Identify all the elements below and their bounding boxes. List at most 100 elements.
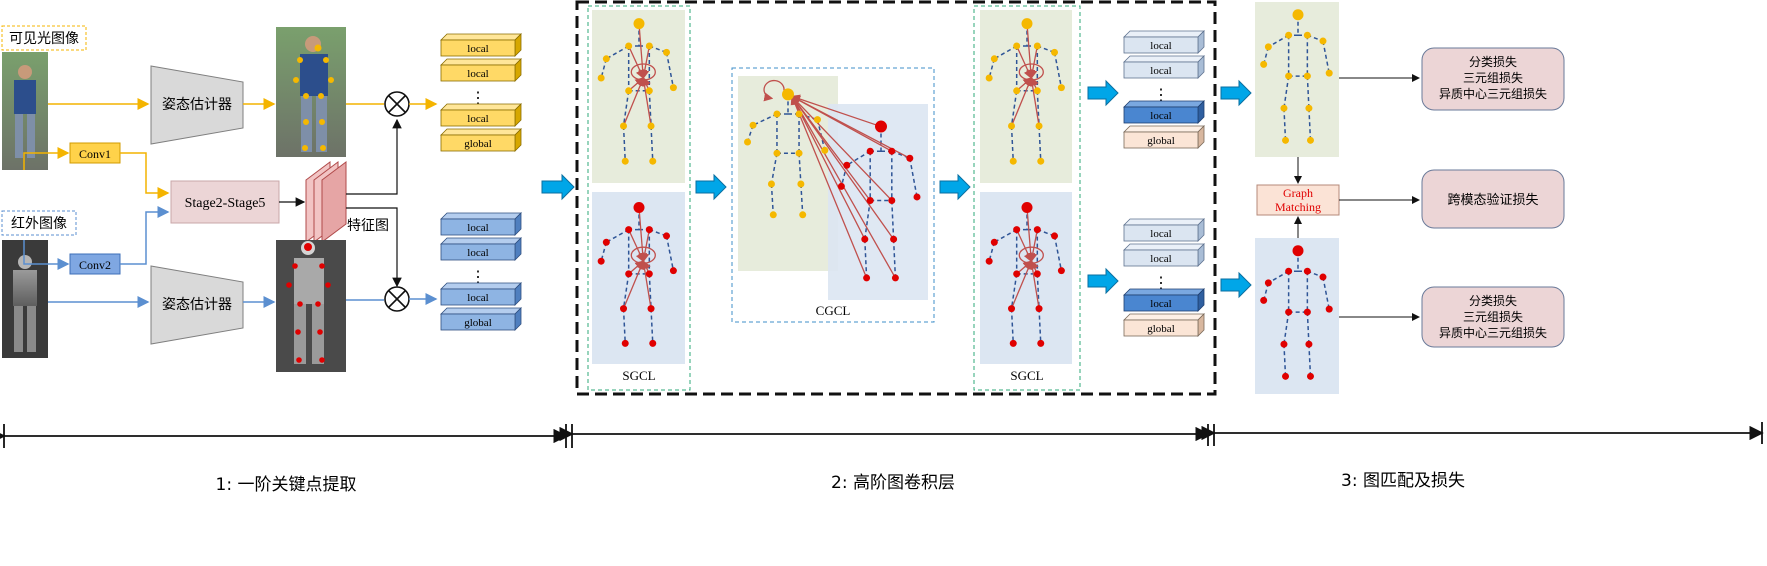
ellipsis-marker: ⋮ bbox=[470, 90, 486, 107]
self-loop bbox=[630, 246, 656, 264]
local-feature-block: local bbox=[1123, 243, 1205, 267]
skeleton-graph-visible bbox=[1260, 9, 1333, 144]
feature-block-label: local bbox=[467, 68, 488, 80]
keypoint-node bbox=[597, 257, 605, 265]
ellipsis-marker: ⋮ bbox=[1153, 87, 1169, 104]
keypoint-node bbox=[625, 270, 633, 278]
feature-block-label: local bbox=[1150, 110, 1171, 122]
keypoint-node bbox=[645, 42, 653, 50]
self-loop bbox=[763, 80, 785, 102]
keypoint-node bbox=[990, 238, 998, 246]
keypoint-node bbox=[1057, 84, 1065, 92]
keypoint-node bbox=[906, 154, 914, 162]
multiply-icon bbox=[384, 286, 410, 312]
arrow-conv1-to-backbone bbox=[120, 152, 170, 199]
cgcl-frame bbox=[731, 67, 935, 323]
keypoint-node bbox=[1264, 43, 1272, 51]
local-feature-block: local bbox=[440, 237, 522, 261]
keypoint-node bbox=[1303, 308, 1311, 316]
infrared-keypoint-photo bbox=[276, 240, 346, 372]
keypoint-node bbox=[1009, 157, 1017, 165]
keypoint-node bbox=[1285, 72, 1293, 80]
keypoint-node bbox=[861, 235, 869, 243]
svg-text:三元组损失: 三元组损失 bbox=[1463, 309, 1523, 324]
sgcl-left-infrared-panel bbox=[592, 192, 685, 364]
cross-attention-edge bbox=[791, 95, 866, 240]
right-arrow-icon bbox=[1220, 79, 1252, 107]
sgcl-right-infrared-panel bbox=[980, 192, 1072, 364]
keypoint-node bbox=[1306, 136, 1314, 144]
keypoint-node bbox=[799, 211, 807, 219]
feature-block-label: local bbox=[467, 43, 488, 55]
skeleton-edge bbox=[1036, 273, 1040, 309]
keypoint-node bbox=[1051, 232, 1059, 240]
attention-edge bbox=[638, 23, 648, 80]
svg-text:Conv1: Conv1 bbox=[79, 147, 111, 161]
skeleton-edge bbox=[1038, 308, 1042, 344]
keypoint-node bbox=[843, 161, 851, 169]
keypoint-node bbox=[1035, 305, 1043, 313]
keypoint-node bbox=[625, 42, 633, 50]
sgcl-right-visible-panel bbox=[980, 10, 1072, 183]
keypoint-node bbox=[669, 267, 677, 275]
cross-attention-edge bbox=[790, 95, 868, 279]
local-feature-block: local bbox=[440, 282, 522, 306]
keypoint-node bbox=[1013, 270, 1021, 278]
keypoint-node bbox=[645, 226, 653, 234]
keypoint-node bbox=[645, 270, 653, 278]
skeleton-edge bbox=[846, 150, 871, 166]
local-feature-block: local bbox=[1123, 218, 1205, 242]
skeleton-edge bbox=[752, 113, 778, 126]
skeleton-edge bbox=[1283, 311, 1290, 345]
match-visible-panel bbox=[1255, 2, 1339, 157]
local-feature-block: local bbox=[440, 212, 522, 236]
svg-text:异质中心三元组损失: 异质中心三元组损失 bbox=[1439, 325, 1547, 340]
keypoint-node bbox=[621, 339, 629, 347]
feature-block-label: local bbox=[1150, 228, 1171, 240]
skeleton-edge bbox=[1308, 344, 1312, 377]
pose-estimator-bottom: 姿态估计器 bbox=[150, 265, 244, 345]
keypoint-node bbox=[863, 274, 871, 282]
attention-edge bbox=[1028, 229, 1038, 263]
cross-attention-edge bbox=[790, 95, 911, 159]
keypoint-node bbox=[1009, 339, 1017, 347]
svg-text:跨模态验证损失: 跨模态验证损失 bbox=[1447, 192, 1538, 208]
ellipsis-marker: ⋮ bbox=[1153, 275, 1169, 292]
keypoint-node bbox=[1285, 267, 1293, 275]
skeleton-edge bbox=[1283, 108, 1287, 141]
local-feature-block: local bbox=[440, 103, 522, 127]
skeleton-edge bbox=[993, 228, 1018, 243]
keypoint-node bbox=[773, 110, 781, 118]
feature-block-label: global bbox=[464, 317, 492, 329]
arrow-visible-to-conv1 bbox=[23, 147, 70, 170]
cross-attention-edge bbox=[790, 94, 882, 128]
feature-block-label: global bbox=[1147, 135, 1175, 147]
attention-edge bbox=[640, 76, 652, 127]
keypoint-node bbox=[1282, 372, 1290, 380]
keypoint-node bbox=[1305, 104, 1313, 112]
skeleton-edge bbox=[1283, 75, 1290, 109]
skeleton-edge bbox=[1053, 52, 1063, 88]
feature-block-label: local bbox=[467, 247, 488, 259]
feature-block-label: global bbox=[1147, 323, 1175, 335]
cgcl-infrared-panel bbox=[828, 104, 928, 300]
skeleton-edge bbox=[1010, 125, 1014, 162]
skeleton-edge bbox=[993, 45, 1018, 60]
self-loop bbox=[630, 63, 656, 81]
skeleton-edge bbox=[1267, 270, 1290, 284]
keypoint-node bbox=[866, 196, 874, 204]
keypoint-node bbox=[625, 226, 633, 234]
attention-edge bbox=[640, 259, 652, 309]
attention-edge bbox=[1028, 76, 1040, 127]
skeleton-graph-infrared bbox=[985, 201, 1065, 347]
skeleton-edge bbox=[622, 125, 626, 162]
keypoint-node bbox=[602, 238, 610, 246]
svg-text:特征图: 特征图 bbox=[347, 218, 389, 234]
keypoint-node bbox=[1325, 305, 1333, 313]
keypoint-node bbox=[1051, 48, 1059, 56]
keypoint-node bbox=[782, 88, 794, 101]
cross-attention-edge bbox=[791, 95, 895, 240]
feature-block-label: local bbox=[1150, 298, 1171, 310]
local-feature-block: local bbox=[1123, 30, 1205, 54]
